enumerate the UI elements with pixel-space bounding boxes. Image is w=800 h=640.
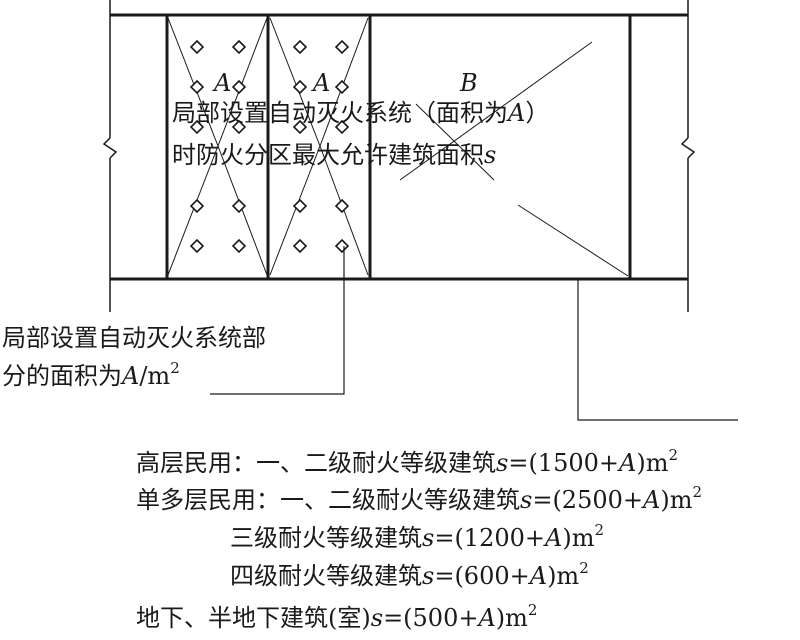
sprinkler-diamond-icon [334, 39, 350, 55]
formula-close: )m [547, 562, 579, 590]
formula-a: A [617, 449, 636, 477]
formula-a: A [641, 486, 660, 514]
overlay-line2-var: s [484, 141, 496, 169]
sprinkler-symbols [189, 39, 350, 254]
formula-close: )m [660, 486, 692, 514]
zone2-hatch-line [269, 17, 321, 147]
sprinkler-diamond-icon [231, 119, 247, 135]
overlay-text-line-1: 局部设置自动灭火系统（面积为A） [172, 99, 549, 127]
sprinkler-diamond-icon [231, 79, 247, 95]
zone-b-diagonal [415, 103, 495, 181]
formula-var: s [422, 524, 434, 552]
formula-sup: 2 [668, 446, 678, 464]
sprinkler-diamond-icon [189, 119, 205, 135]
sprinkler-diamond-icon [292, 198, 308, 214]
unprotected-zone [399, 15, 632, 279]
sprinkler-diamond-icon [189, 198, 205, 214]
local-area-unit: /m [139, 362, 170, 390]
zone1-hatch-line [167, 17, 219, 147]
sprinkler-diamond-icon [189, 79, 205, 95]
formula-line-5: 地下、半地下建筑(室)s=(500+A)m2 [136, 601, 537, 632]
overlay-text-line-2: 时防火分区最大允许建筑面积s [172, 141, 496, 169]
formula-sup: 2 [692, 483, 702, 501]
formula-label: 四级耐火等级建筑 [230, 562, 422, 590]
zone1-hatch-line [217, 17, 268, 147]
sprinkler-diamond-icon [334, 198, 350, 214]
formula-sup: 2 [594, 521, 604, 539]
overlay-line2-prefix: 时防火分区最大允许建筑面积 [172, 141, 484, 169]
formula-label: 高层民用：一、二级耐火等级建筑 [136, 449, 496, 477]
zone-b-diagonal [399, 41, 593, 181]
local-area-sup: 2 [170, 359, 180, 377]
local-area-label-line-2: 分的面积为A/m2 [2, 359, 180, 390]
formula-var: s [520, 486, 532, 514]
formula-a: A [528, 562, 547, 590]
formula-line-3: 三级耐火等级建筑s=(1200+A)m2 [230, 521, 604, 552]
sprinkler-diamond-icon [231, 198, 247, 214]
sprinkler-diamond-icon [231, 238, 247, 254]
zone-label-a-1: A [212, 69, 231, 97]
formula-label: 三级耐火等级建筑 [230, 524, 422, 552]
zone1-hatch-line [217, 145, 268, 276]
formula-line-1: 高层民用：一、二级耐火等级建筑s=(1500+A)m2 [136, 446, 678, 477]
sprinkler-diamond-icon [334, 238, 350, 254]
overlay-line1-var: A [506, 99, 525, 127]
formula-list: 高层民用：一、二级耐火等级建筑s=(1500+A)m2 单多层民用：一、二级耐火… [136, 446, 702, 632]
formula-var: s [371, 604, 383, 632]
sprinkler-diamond-icon [292, 119, 308, 135]
right-break-mark [680, 137, 696, 159]
local-area-label-line-1: 局部设置自动灭火系统部 [2, 324, 266, 352]
formula-expr: =(500+ [383, 604, 478, 632]
formula-a: A [476, 604, 495, 632]
sprinkler-diamond-icon [334, 79, 350, 95]
sprinkler-diamond-icon [189, 39, 205, 55]
formula-var: s [422, 562, 434, 590]
formula-label: 地下、半地下建筑(室) [136, 604, 371, 632]
sprinkler-diamond-icon [189, 238, 205, 254]
zone-b-leader-line [577, 279, 738, 421]
formula-expr: =(1500+ [508, 449, 619, 477]
formula-expr: =(600+ [434, 562, 529, 590]
overlay-line1-prefix: 局部设置自动灭火系统（面积为 [172, 99, 508, 127]
sprinkler-diamond-icon [292, 39, 308, 55]
formula-sup: 2 [528, 601, 538, 619]
zone2-hatch-line [269, 145, 321, 276]
formula-sup: 2 [579, 559, 589, 577]
sprinkler-zone-1 [165, 15, 270, 279]
zone-b-diagonal [517, 204, 629, 277]
sprinkler-diamond-icon [334, 119, 350, 135]
formula-close: )m [496, 604, 528, 632]
building-outline [102, 0, 696, 312]
sprinkler-diamond-icon [231, 39, 247, 55]
local-area-prefix: 分的面积为 [2, 362, 122, 390]
formula-close: )m [562, 524, 594, 552]
overlay-line1-suffix: ） [525, 99, 549, 127]
sprinkler-diamond-icon [292, 79, 308, 95]
formula-a: A [543, 524, 562, 552]
formula-label: 单多层民用：一、二级耐火等级建筑 [136, 486, 520, 514]
formula-line-2: 单多层民用：一、二级耐火等级建筑s=(2500+A)m2 [136, 483, 702, 514]
zone1-hatch-line [167, 145, 219, 276]
formula-var: s [496, 449, 508, 477]
formula-expr: =(1200+ [434, 524, 545, 552]
local-area-leader-line [210, 246, 345, 395]
formula-expr: =(2500+ [532, 486, 643, 514]
left-break-mark [102, 137, 118, 159]
leader-lines [210, 246, 738, 421]
zone-label-b: B [459, 69, 478, 97]
zone-label-a-2: A [311, 69, 330, 97]
formula-line-4: 四级耐火等级建筑s=(600+A)m2 [230, 559, 589, 590]
formula-close: )m [636, 449, 668, 477]
sprinkler-diamond-icon [292, 238, 308, 254]
local-area-var: A [120, 362, 139, 390]
